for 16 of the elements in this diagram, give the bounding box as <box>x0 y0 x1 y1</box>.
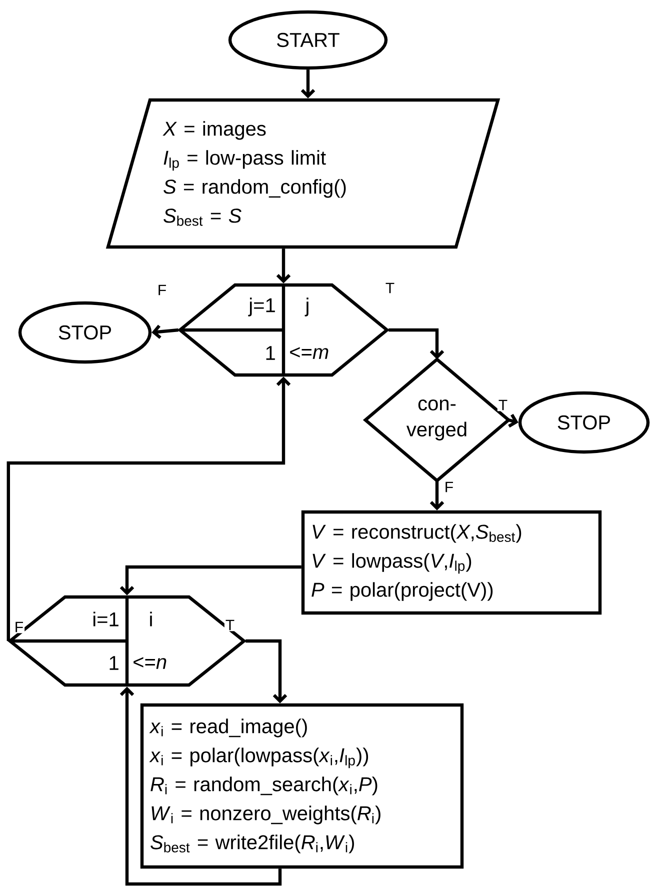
edge-label: F <box>156 284 168 296</box>
arrow <box>300 70 316 98</box>
arrow <box>276 248 291 284</box>
edge-label: F <box>443 480 455 494</box>
arrow <box>246 639 288 704</box>
process-box: x$_{i}$ = read_image() x$_{i}$ = polar(lowpass(x$_{i}$,I$_{lp}$)) R$_{i}$ = random_search(x$_{i}$,P) W$_{i}$ = nonzero_weights(R$_{i}$) S$_{best}$ = write2file(R$_{i}$,W$_{i}$) <box>140 703 464 869</box>
arrow <box>120 686 282 886</box>
arrow <box>6 376 291 641</box>
arrow <box>388 328 444 360</box>
process-box: V = reconstruct(X,S$_{best}$) V = lowpass(V,I$_{lp}$) P = polar(project(V)) <box>301 510 602 615</box>
arrow <box>120 565 302 596</box>
edge-label: T <box>497 398 509 412</box>
arrow <box>152 324 179 339</box>
arrow <box>430 480 444 510</box>
edge-label: T <box>224 618 236 632</box>
edge-label: F <box>13 620 25 634</box>
